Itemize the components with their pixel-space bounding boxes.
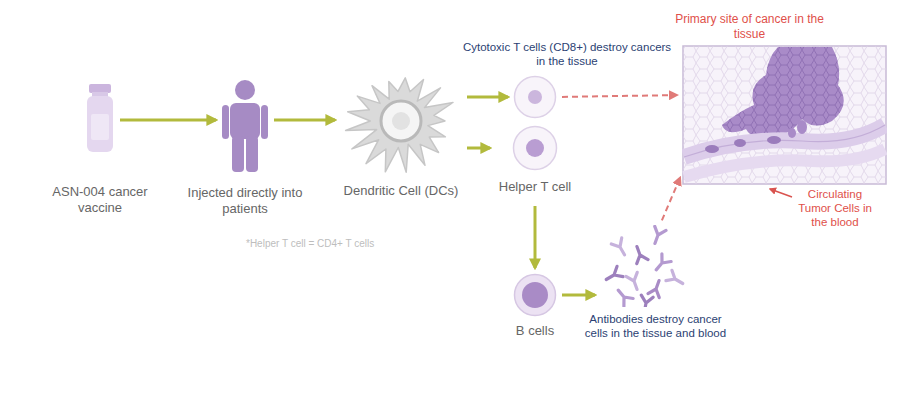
helper-t-cell-icon	[512, 125, 592, 171]
leader-line	[770, 189, 792, 197]
attack-arrow	[662, 178, 680, 221]
antibody-icons	[600, 225, 685, 307]
flow-arrow	[562, 294, 595, 297]
node-label: ASN-004 cancer vaccine	[48, 184, 152, 215]
tissue-illustration	[682, 45, 887, 185]
flow-arrow	[467, 96, 508, 99]
callout-label: Circulating Tumor Cells in the blood	[794, 188, 876, 229]
flow-arrow	[467, 147, 490, 150]
patient-figure: Injected directly into patients	[221, 80, 269, 172]
node-label: B cells	[495, 323, 575, 339]
b-cell-icon	[513, 273, 557, 317]
node-label: Primary site of cancer in the tissue	[675, 12, 825, 41]
patient-icon	[221, 80, 269, 172]
flow-arrow	[274, 119, 335, 122]
node-label: Antibodies destroy cancer cells in the t…	[580, 313, 732, 341]
flow-arrow	[534, 206, 537, 268]
cytotoxic-t-cell-icon	[513, 75, 557, 119]
node-label: Dendritic Cell (DCs)	[331, 183, 471, 199]
flow-arrow	[120, 119, 216, 122]
dendritic-cell: Dendritic Cell (DCs)	[340, 64, 462, 178]
b-cell: B cells	[513, 273, 557, 317]
vial-icon	[85, 84, 115, 152]
node-label: Injected directly into patients	[187, 185, 303, 216]
node-label: Cytotoxic T cells (CD8+) destroy cancers…	[460, 41, 674, 69]
tumor-tissue: Primary site of cancer in the tissue	[682, 45, 887, 185]
footnote: *Helper T cell = CD4+ T cells	[246, 238, 446, 250]
vaccine-vial: ASN-004 cancer vaccine	[85, 84, 115, 152]
helper-t-cell: Helper T cell	[495, 125, 575, 201]
dendritic-cell-icon	[340, 64, 462, 178]
node-label: Helper T cell	[490, 179, 580, 195]
antibody-cluster: Antibodies destroy cancer cells in the t…	[600, 225, 685, 307]
attack-arrow	[562, 95, 677, 97]
cytotoxic-t-cell: Cytotoxic T cells (CD8+) destroy cancers…	[513, 75, 557, 119]
